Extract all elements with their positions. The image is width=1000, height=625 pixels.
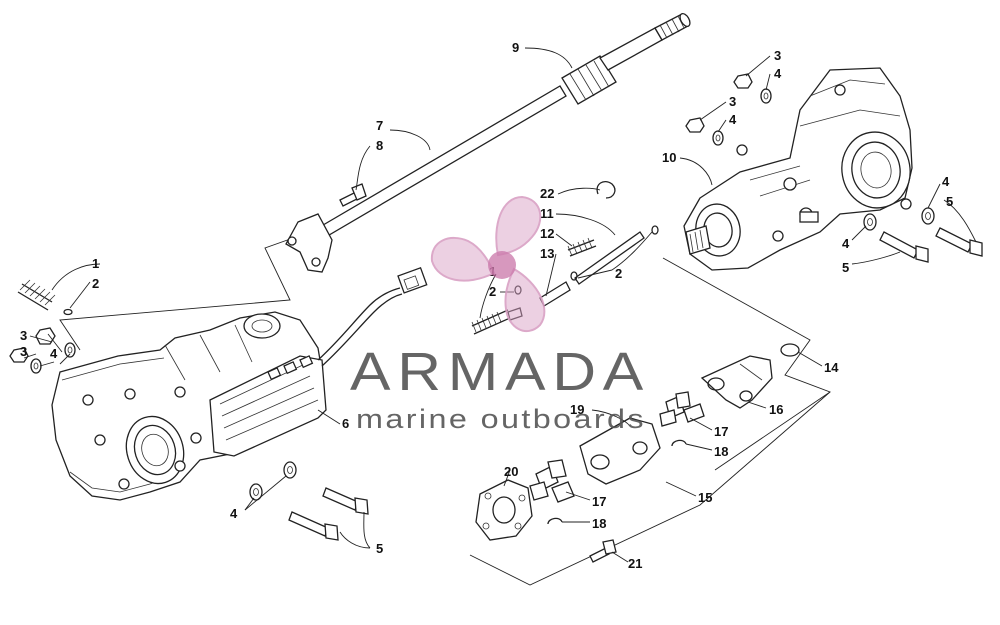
- callout-4: 4: [842, 236, 850, 251]
- propeller-blade-top: [495, 195, 542, 257]
- callout-14: 14: [824, 360, 839, 375]
- callout-5: 5: [376, 541, 383, 556]
- callout-2: 2: [92, 276, 99, 291]
- callout-20: 20: [504, 464, 518, 479]
- callout-22: 22: [540, 186, 554, 201]
- o-ring-left: [63, 308, 73, 316]
- callout-13: 13: [540, 246, 554, 261]
- callout-1: 1: [92, 256, 99, 271]
- o-rings-center: [514, 225, 659, 295]
- callout-4: 4: [50, 346, 58, 361]
- callout-7: 7: [376, 118, 383, 133]
- actuator-module: [209, 266, 428, 457]
- callout-9: 9: [512, 40, 519, 55]
- u-joint-cross-lower: [529, 459, 575, 503]
- flange-yoke-19: [579, 417, 661, 485]
- callout-16: 16: [769, 402, 783, 417]
- callout-4: 4: [729, 112, 737, 127]
- callout-8: 8: [376, 138, 383, 153]
- callout-4: 4: [774, 66, 782, 81]
- o-ring-14: [780, 343, 800, 357]
- callout-4: 4: [942, 174, 950, 189]
- propeller-logo-icon: [430, 195, 546, 332]
- watermark-tagline: marine outboards: [356, 404, 646, 434]
- callout-17: 17: [714, 424, 728, 439]
- callout-15: 15: [698, 490, 712, 505]
- spring-12: [567, 237, 597, 257]
- shaft-bracket: [285, 213, 333, 273]
- nuts-washers-left: [9, 327, 76, 374]
- callout-3: 3: [20, 328, 27, 343]
- bolt-8: [339, 183, 367, 207]
- spring-center: [471, 307, 523, 335]
- differential-housing-right: [683, 67, 913, 271]
- callout-10: 10: [662, 150, 676, 165]
- callout-labels: 1 2 3 3 4 4 5 6 7 8 9 3 4 3 4 10 4 5 4 5…: [20, 40, 953, 571]
- flange-20: [475, 479, 533, 541]
- plunger-13: [539, 281, 571, 307]
- bolts-washers-right: [863, 207, 983, 263]
- propeller-hub: [488, 251, 516, 279]
- propeller-blade-right: [504, 267, 546, 332]
- yoke-16: [700, 355, 773, 409]
- retainer-clip-lower: [547, 517, 563, 525]
- callout-3: 3: [20, 344, 27, 359]
- callout-18: 18: [592, 516, 606, 531]
- bolt-21: [589, 539, 617, 563]
- callout-2: 2: [489, 284, 496, 299]
- spring-left: [17, 279, 56, 311]
- u-joint-cross-upper: [659, 391, 705, 427]
- callout-5: 5: [842, 260, 849, 275]
- callout-18: 18: [714, 444, 728, 459]
- watermark: ARMADA marine outboards: [350, 195, 650, 434]
- callout-5: 5: [946, 194, 953, 209]
- callout-12: 12: [540, 226, 554, 241]
- leader-lines: [23, 47, 977, 563]
- callout-11: 11: [540, 206, 554, 221]
- bolts-washers-lower-left: [249, 461, 369, 541]
- retainer-clip-upper: [671, 439, 687, 447]
- assembly-boundary: [59, 231, 831, 586]
- nuts-washers-right: [685, 73, 772, 146]
- snap-ring: [596, 180, 616, 199]
- callout-19: 19: [570, 402, 584, 417]
- propeller-blade-left: [430, 236, 496, 282]
- output-shaft: [317, 12, 691, 239]
- callout-6: 6: [342, 416, 349, 431]
- callout-3: 3: [729, 94, 736, 109]
- callout-4: 4: [230, 506, 238, 521]
- callout-3: 3: [774, 48, 781, 63]
- callout-21: 21: [628, 556, 642, 571]
- watermark-name: ARMADA: [350, 342, 650, 402]
- pin-11: [574, 231, 645, 285]
- callout-2: 2: [615, 266, 622, 281]
- callout-17: 17: [592, 494, 606, 509]
